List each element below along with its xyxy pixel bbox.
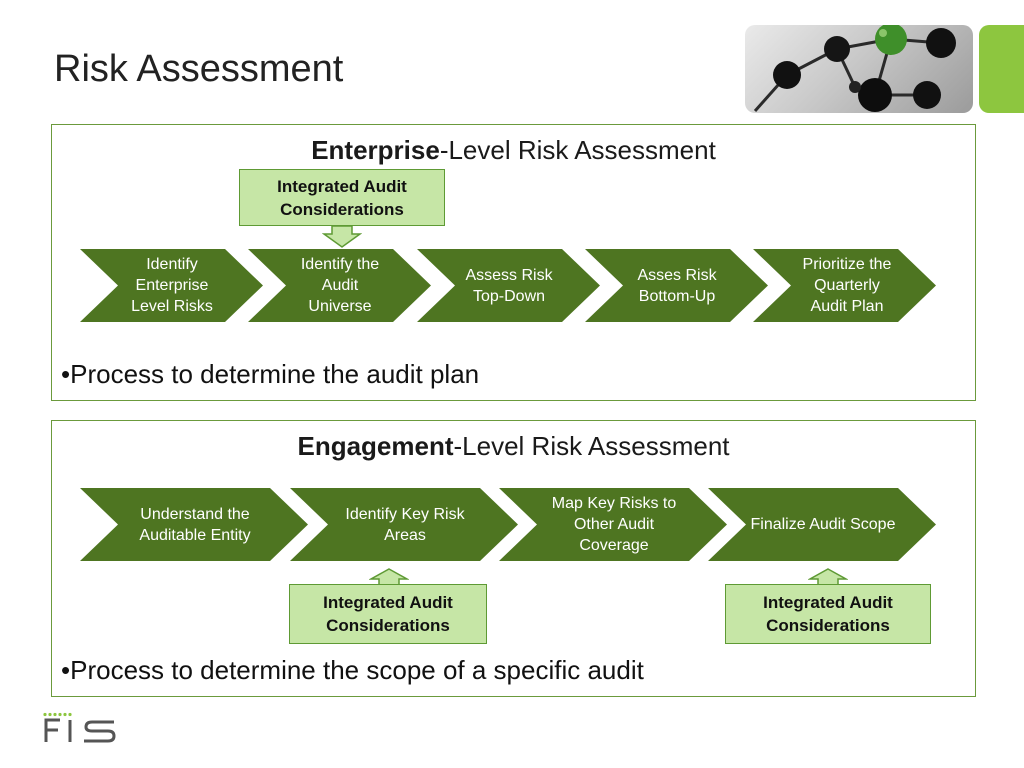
engagement-step-2-label: Identify Key Risk Areas xyxy=(345,505,465,544)
engagement-title-bold: Engagement xyxy=(297,431,454,461)
enterprise-bullet: •Process to determine the audit plan xyxy=(61,359,480,389)
engagement-step-3-label: Map Key Risks to Other Audit Coverage xyxy=(551,495,677,554)
enterprise-step-4: Asses Risk Bottom-Up xyxy=(585,249,768,322)
engagement-step-2: Identify Key Risk Areas xyxy=(290,488,518,561)
engagement-panel: Engagement-Level Risk Assessment Integra… xyxy=(51,420,976,697)
enterprise-panel-title: Enterprise-Level Risk Assessment xyxy=(52,135,975,166)
enterprise-step-5: Prioritize the Quarterly Audit Plan xyxy=(753,249,936,322)
molecule-image xyxy=(745,25,973,113)
enterprise-step-4-label: Asses Risk Bottom-Up xyxy=(637,266,717,305)
enterprise-step-1-label: Identify Enterprise Level Risks xyxy=(131,256,213,315)
down-arrow-icon xyxy=(322,226,362,248)
engagement-consideration-box-1: Integrated Audit Considerations xyxy=(289,584,487,644)
enterprise-title-bold: Enterprise xyxy=(311,135,440,165)
enterprise-panel: Enterprise-Level Risk Assessment Integra… xyxy=(51,124,976,401)
enterprise-step-3-label: Assess Risk Top-Down xyxy=(465,266,553,305)
fis-logo xyxy=(42,712,118,751)
enterprise-step-1: Identify Enterprise Level Risks xyxy=(80,249,263,322)
engagement-step-1: Understand the Auditable Entity xyxy=(80,488,308,561)
engagement-panel-title: Engagement-Level Risk Assessment xyxy=(52,431,975,462)
engagement-step-4-label: Finalize Audit Scope xyxy=(750,516,896,533)
engagement-step-1-label: Understand the Auditable Entity xyxy=(139,505,251,544)
accent-tab xyxy=(979,25,1024,113)
engagement-title-rest: -Level Risk Assessment xyxy=(453,431,730,461)
enterprise-title-rest: -Level Risk Assessment xyxy=(439,135,716,165)
enterprise-step-5-label: Prioritize the Quarterly Audit Plan xyxy=(802,256,892,315)
enterprise-step-2: Identify the Audit Universe xyxy=(248,249,431,322)
enterprise-step-2-label: Identify the Audit Universe xyxy=(300,256,380,315)
engagement-bullet: •Process to determine the scope of a spe… xyxy=(61,655,644,685)
enterprise-step-3: Assess Risk Top-Down xyxy=(417,249,600,322)
engagement-step-4: Finalize Audit Scope xyxy=(708,488,936,561)
engagement-step-3: Map Key Risks to Other Audit Coverage xyxy=(499,488,727,561)
slide-title: Risk Assessment xyxy=(54,48,344,90)
enterprise-consideration-box: Integrated Audit Considerations xyxy=(239,169,445,226)
engagement-consideration-box-2: Integrated Audit Considerations xyxy=(725,584,931,644)
